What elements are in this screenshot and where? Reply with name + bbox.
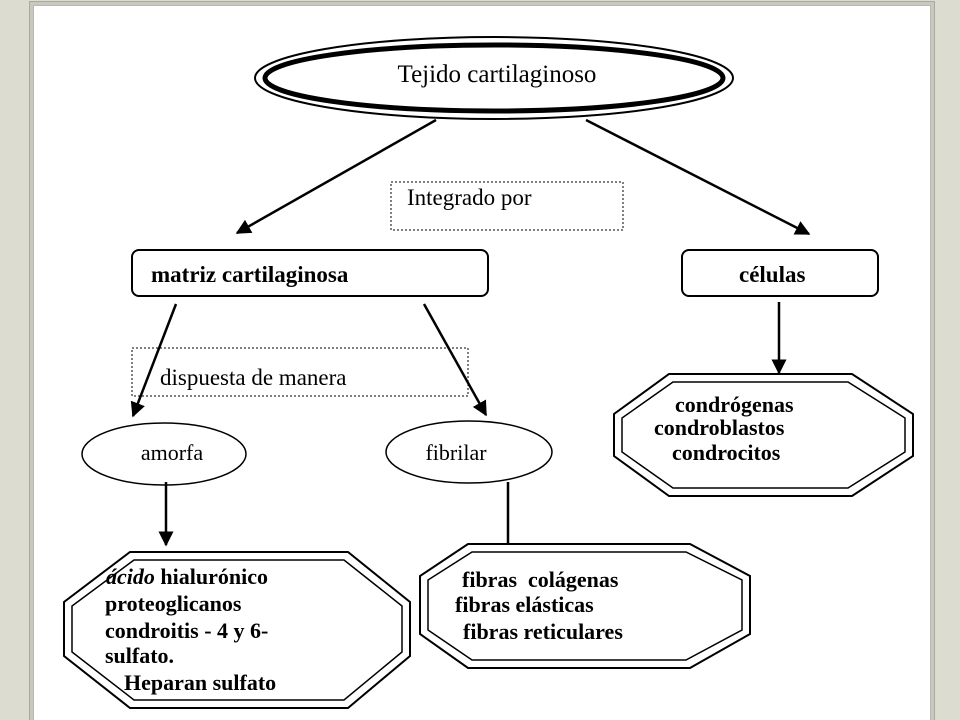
fibrillar-line-1: fibras colágenas	[462, 567, 619, 592]
amorphous-line-2: proteoglicanos	[105, 591, 242, 616]
amorphous-line-1: ácido hialurónico	[106, 564, 268, 589]
fibrillar-line-3: fibras reticulares	[463, 619, 623, 644]
fibrilar-label: fibrilar	[425, 440, 487, 465]
cells-label: células	[739, 262, 805, 287]
root-node: Tejido cartilaginoso	[254, 36, 734, 120]
fibrillar-components-node: fibras colágenas fibras elásticas fibras…	[419, 543, 751, 669]
matrix-label: matriz cartilaginosa	[151, 262, 349, 287]
cell-types-node: condrógenas condroblastos condrocitos	[613, 373, 914, 497]
amorfa-node: amorfa	[81, 422, 247, 486]
cell-type-3: condrocitos	[672, 440, 781, 465]
link-label-dispuesta: dispuesta de manera	[131, 347, 469, 397]
amorphous-components-node: ácido hialurónico proteoglicanos condroi…	[63, 551, 411, 709]
cells-node: células	[681, 249, 879, 297]
arrow-root-to-cells	[585, 118, 811, 236]
dispuesta-label: dispuesta de manera	[160, 365, 346, 390]
arrow-matrix-to-fibrilar	[422, 303, 488, 417]
amorphous-line-3: condroitis - 4 y 6-	[105, 618, 268, 643]
fibrilar-node: fibrilar	[385, 420, 553, 484]
fibrillar-line-2: fibras elásticas	[455, 592, 594, 617]
integrado-label: Integrado por	[407, 185, 532, 210]
cell-type-1: condrógenas	[675, 392, 794, 417]
arrow-matrix-to-amorfa	[130, 303, 178, 418]
amorfa-label: amorfa	[141, 440, 204, 465]
amorphous-line-5: Heparan sulfato	[124, 670, 276, 695]
root-label: Tejido cartilaginoso	[398, 61, 597, 88]
cell-type-2: condroblastos	[654, 415, 785, 440]
amorphous-line-4: sulfato.	[105, 643, 174, 668]
arrow-root-to-matrix	[235, 118, 437, 235]
link-label-integrado: Integrado por	[390, 181, 624, 231]
matrix-node: matriz cartilaginosa	[131, 249, 489, 297]
